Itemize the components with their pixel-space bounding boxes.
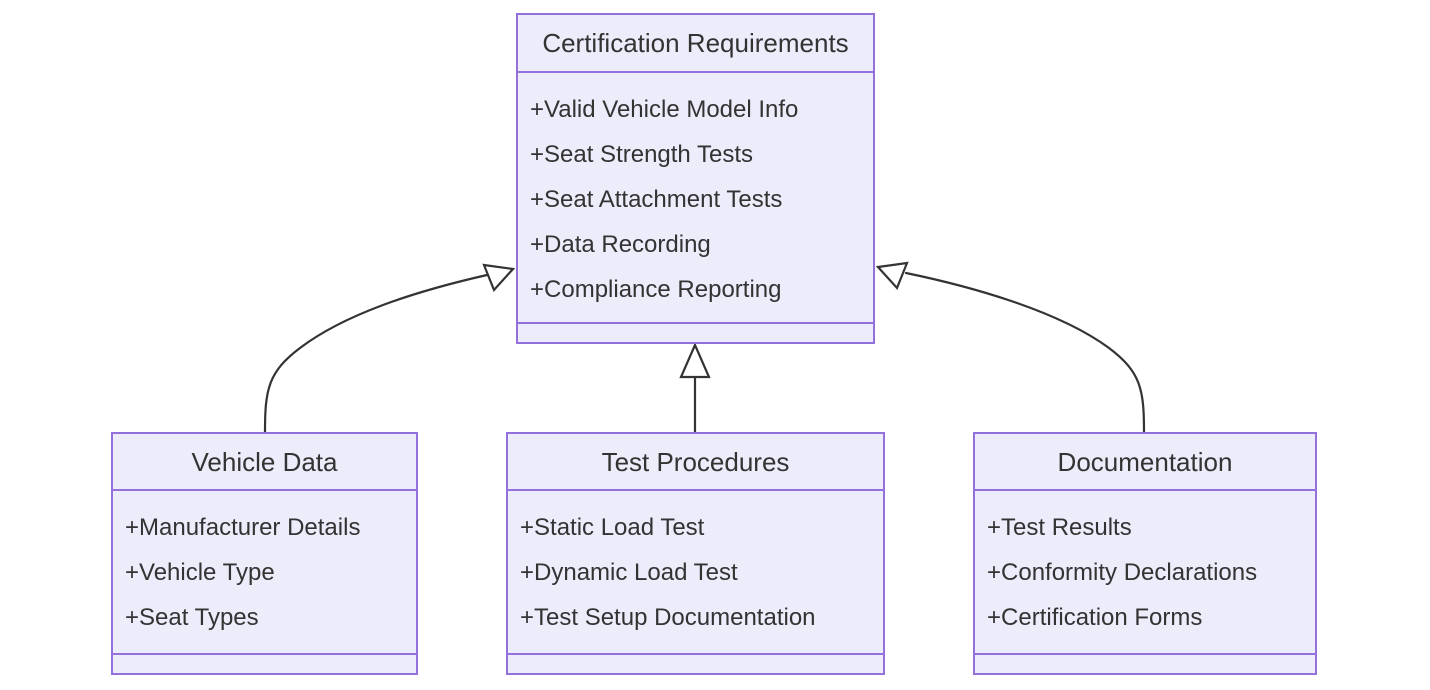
attributes-compartment-vehicle-data: +Manufacturer Details +Vehicle Type +Sea… — [113, 491, 416, 655]
attribute-row: +Seat Types — [125, 604, 259, 631]
edge-test-procedures-to-certification-requirements — [679, 342, 711, 434]
attribute-row: +Certification Forms — [987, 604, 1203, 631]
class-name-certification-requirements: Certification Requirements — [518, 15, 873, 73]
attribute-row: +Test Setup Documentation — [520, 604, 816, 631]
attributes-compartment-certification-requirements: +Valid Vehicle Model Info +Seat Strength… — [518, 73, 873, 324]
edge-documentation-to-certification-requirements — [875, 261, 1146, 434]
hollow-triangle-arrowhead-icon — [482, 263, 516, 293]
attribute-row: +Conformity Declarations — [987, 559, 1258, 586]
class-box-certification-requirements[interactable]: Certification Requirements +Valid Vehicl… — [516, 13, 875, 344]
attribute-row: +Manufacturer Details — [125, 514, 361, 541]
attribute-row: +Valid Vehicle Model Info — [530, 96, 799, 123]
class-name-test-procedures: Test Procedures — [508, 434, 883, 491]
methods-compartment-test-procedures — [508, 655, 883, 673]
class-name-vehicle-data: Vehicle Data — [113, 434, 416, 491]
attribute-row: +Compliance Reporting — [530, 276, 782, 303]
hollow-triangle-arrowhead-icon — [679, 342, 711, 379]
attribute-row: +Test Results — [987, 514, 1132, 541]
attribute-row: +Seat Attachment Tests — [530, 186, 783, 213]
edge-vehicle-data-to-certification-requirements — [263, 263, 516, 434]
class-box-vehicle-data[interactable]: Vehicle Data +Manufacturer Details +Vehi… — [111, 432, 418, 675]
attribute-row: +Vehicle Type — [125, 559, 275, 586]
methods-compartment-documentation — [975, 655, 1315, 673]
hollow-triangle-arrowhead-icon — [875, 261, 909, 291]
attributes-compartment-test-procedures: +Static Load Test +Dynamic Load Test +Te… — [508, 491, 883, 655]
attribute-row: +Static Load Test — [520, 514, 705, 541]
methods-compartment-certification-requirements — [518, 324, 873, 342]
attribute-row: +Data Recording — [530, 231, 711, 258]
attribute-row: +Dynamic Load Test — [520, 559, 738, 586]
class-box-documentation[interactable]: Documentation +Test Results +Conformity … — [973, 432, 1317, 675]
attribute-row: +Seat Strength Tests — [530, 141, 754, 168]
methods-compartment-vehicle-data — [113, 655, 416, 673]
class-box-test-procedures[interactable]: Test Procedures +Static Load Test +Dynam… — [506, 432, 885, 675]
attributes-compartment-documentation: +Test Results +Conformity Declarations +… — [975, 491, 1315, 655]
class-name-documentation: Documentation — [975, 434, 1315, 491]
